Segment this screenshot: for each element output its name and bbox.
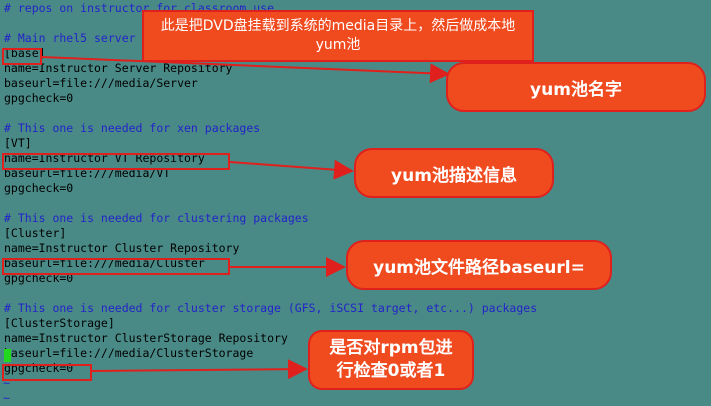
config-comment-line: # This one is needed for clustering pack… — [4, 211, 309, 225]
arrow-to-repo-desc — [229, 159, 354, 180]
callout-repo-path-text: yum池文件路径baseurl= — [373, 257, 585, 278]
config-comment-line: # Main rhel5 server — [4, 31, 136, 45]
callout-repo-desc: yum池描述信息 — [354, 148, 554, 198]
highlight-cluster-baseurl — [2, 258, 230, 275]
callout-repo-path: yum池文件路径baseurl= — [346, 240, 612, 290]
config-line: name=Instructor ClusterStorage Repositor… — [4, 331, 288, 345]
config-line: gpgcheck=0 — [4, 181, 74, 195]
callout-repo-desc-text: yum池描述信息 — [391, 165, 517, 186]
highlight-base-section — [2, 48, 42, 65]
config-comment-line: # This one is needed for cluster storage… — [4, 301, 538, 315]
config-line: name=Instructor Cluster Repository — [4, 241, 240, 255]
arrow-to-gpgcheck — [91, 359, 308, 380]
callout-top-note-text: 此是把DVD盘挂载到系统的media目录上，然后做成本地yum池 — [160, 18, 516, 53]
arrow-to-repo-name — [41, 56, 450, 84]
callout-gpgcheck: 是否对rpm包进行检查0或者1 — [308, 330, 474, 390]
config-line: gpgcheck=0 — [4, 91, 74, 105]
empty-line-tilde: ~ — [3, 376, 10, 390]
config-line: baseurl=file:///media/ClusterStorage — [4, 346, 254, 360]
config-line: [Cluster] — [4, 226, 67, 240]
empty-line-tilde: ~ — [3, 391, 10, 405]
config-line: baseurl=file:///media/Server — [4, 76, 198, 90]
callout-top-note: 此是把DVD盘挂载到系统的media目录上，然后做成本地yum池 — [142, 10, 534, 62]
config-comment-line: # This one is needed for xen packages — [4, 121, 261, 135]
config-line: [VT] — [4, 136, 32, 150]
highlight-vt-name — [2, 153, 230, 170]
text-cursor — [4, 349, 11, 362]
highlight-gpgcheck — [2, 364, 92, 381]
callout-repo-name-text: yum池名字 — [530, 79, 622, 100]
callout-repo-name: yum池名字 — [446, 62, 706, 112]
config-line: [ClusterStorage] — [4, 316, 115, 330]
callout-gpgcheck-text: 是否对rpm包进行检查0或者1 — [329, 338, 453, 381]
